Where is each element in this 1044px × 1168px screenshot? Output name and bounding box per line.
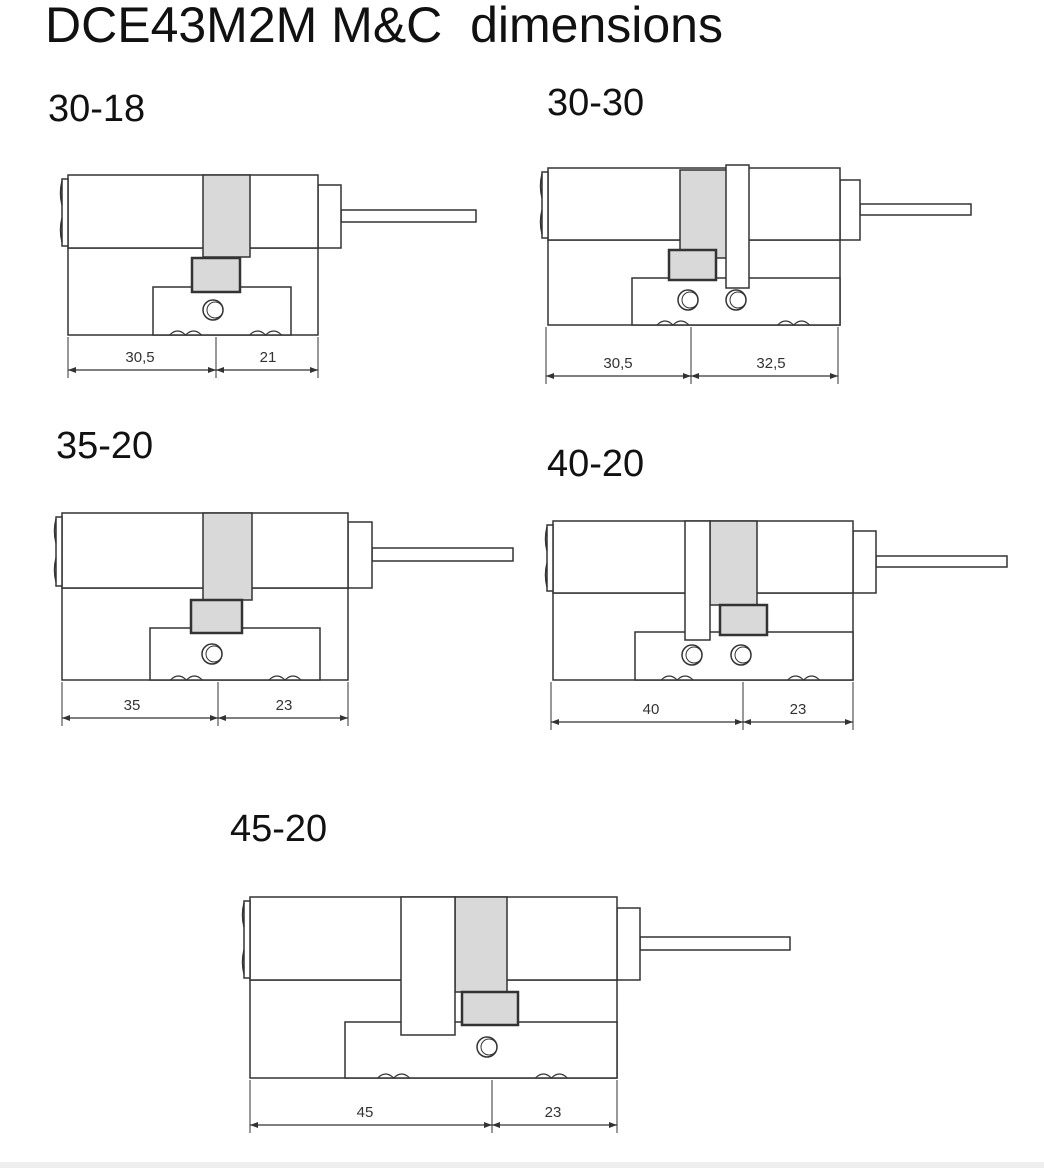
dimension-arrow [683,373,691,379]
cam-block [454,896,508,993]
key-rod [875,555,1008,568]
face-bumps [544,526,548,588]
dimension-label: 23 [276,697,293,714]
screw-hole-icon [201,643,223,665]
face-plate [541,171,549,239]
screw-hole-inner [205,645,223,663]
face-plate [61,178,69,247]
screw-hole-icon [681,644,703,666]
dimension-arrow [484,1122,492,1128]
drawing-label-40-20: 40-20 [547,443,645,485]
dimension-arrow [216,367,224,373]
screw-hole-icon [476,1036,498,1058]
plate-notches [169,330,283,336]
face-plate [546,524,554,592]
bottom-plate [152,286,292,336]
screw-hole-inner [685,646,703,664]
cam-lug [718,603,769,637]
turn-knob [616,907,641,981]
cam-block [202,512,253,601]
dimension-label: 45 [357,1104,374,1121]
dimension-label: 21 [260,349,277,366]
dimension-label: 23 [545,1104,562,1121]
dimension-arrow [735,719,743,725]
bottom-plate [149,627,321,681]
dimension-arrow [492,1122,500,1128]
face-plate [55,516,63,587]
dimension-label: 30,5 [603,355,632,372]
dimension-label: 40 [643,701,660,718]
dimension-arrow [743,719,751,725]
cam-lug [460,990,520,1027]
clutch-bar [400,896,456,1036]
cam-block [202,174,251,258]
cylinder-drawing-30-30: 30,5 32,5 [539,164,972,384]
dimension-arrow [250,1122,258,1128]
drawing-label-30-30: 30-30 [547,82,645,124]
dimension-arrow [210,715,218,721]
plate-notches [656,320,811,326]
dimension-arrow [340,715,348,721]
drawing-label-35-20: 35-20 [56,425,154,467]
screw-hole-icon [677,289,699,311]
drawing-label-30-18: 30-18 [48,88,146,130]
cam-lug [667,248,718,282]
bottom-bar [0,1162,1044,1168]
clutch-bar [684,520,711,641]
dimension-label: 23 [790,701,807,718]
face-bumps [53,518,57,583]
screw-hole-inner [734,646,752,664]
plate-notches [377,1073,568,1079]
screw-hole-inner [681,291,699,309]
cylinder-drawing-30-18: 30,5 21 [59,174,477,378]
key-rod [859,203,972,216]
dimension-arrow [691,373,699,379]
dimension-label: 32,5 [756,355,785,372]
plate-notches [169,675,302,681]
dimension-arrow [218,715,226,721]
screw-hole-inner [480,1038,498,1056]
dimension-arrow [551,719,559,725]
screw-hole-icon [202,299,224,321]
cam-block [709,520,758,606]
drawing-label-45-20: 45-20 [230,808,328,850]
cam-block [679,169,728,259]
screw-hole-icon [730,644,752,666]
turn-knob [347,521,373,589]
clutch-bar [725,164,750,289]
screw-hole-inner [206,301,224,319]
page-title: DCE43M2M M&C dimensions [45,0,723,53]
dimension-label: 35 [124,697,141,714]
cylinder-drawing-35-20: 35 23 [53,512,514,726]
dimension-label: 30,5 [125,349,154,366]
key-rod [340,209,477,223]
dimension-arrow [609,1122,617,1128]
turn-knob [852,530,877,594]
dimension-arrow [830,373,838,379]
cam-lug [189,598,244,635]
cylinder-drawing-45-20: 45 23 [241,896,791,1133]
screw-hole-inner [729,291,747,309]
turn-knob [839,179,861,241]
dimension-arrow [845,719,853,725]
face-bumps [539,173,543,235]
cylinder-drawing-40-20: 40 23 [544,520,1008,730]
turn-knob [317,184,342,249]
key-rod [371,547,514,562]
face-plate [243,900,251,979]
dimension-arrow [208,367,216,373]
plate-notches [660,675,821,681]
dimension-arrow [310,367,318,373]
key-rod [639,936,791,951]
face-bumps [59,180,63,243]
dimension-arrow [546,373,554,379]
dimension-arrow [68,367,76,373]
screw-hole-icon [725,289,747,311]
dimension-arrow [62,715,70,721]
cylinder-body-upper [67,174,319,249]
cam-lug [190,256,242,294]
face-bumps [241,902,245,975]
